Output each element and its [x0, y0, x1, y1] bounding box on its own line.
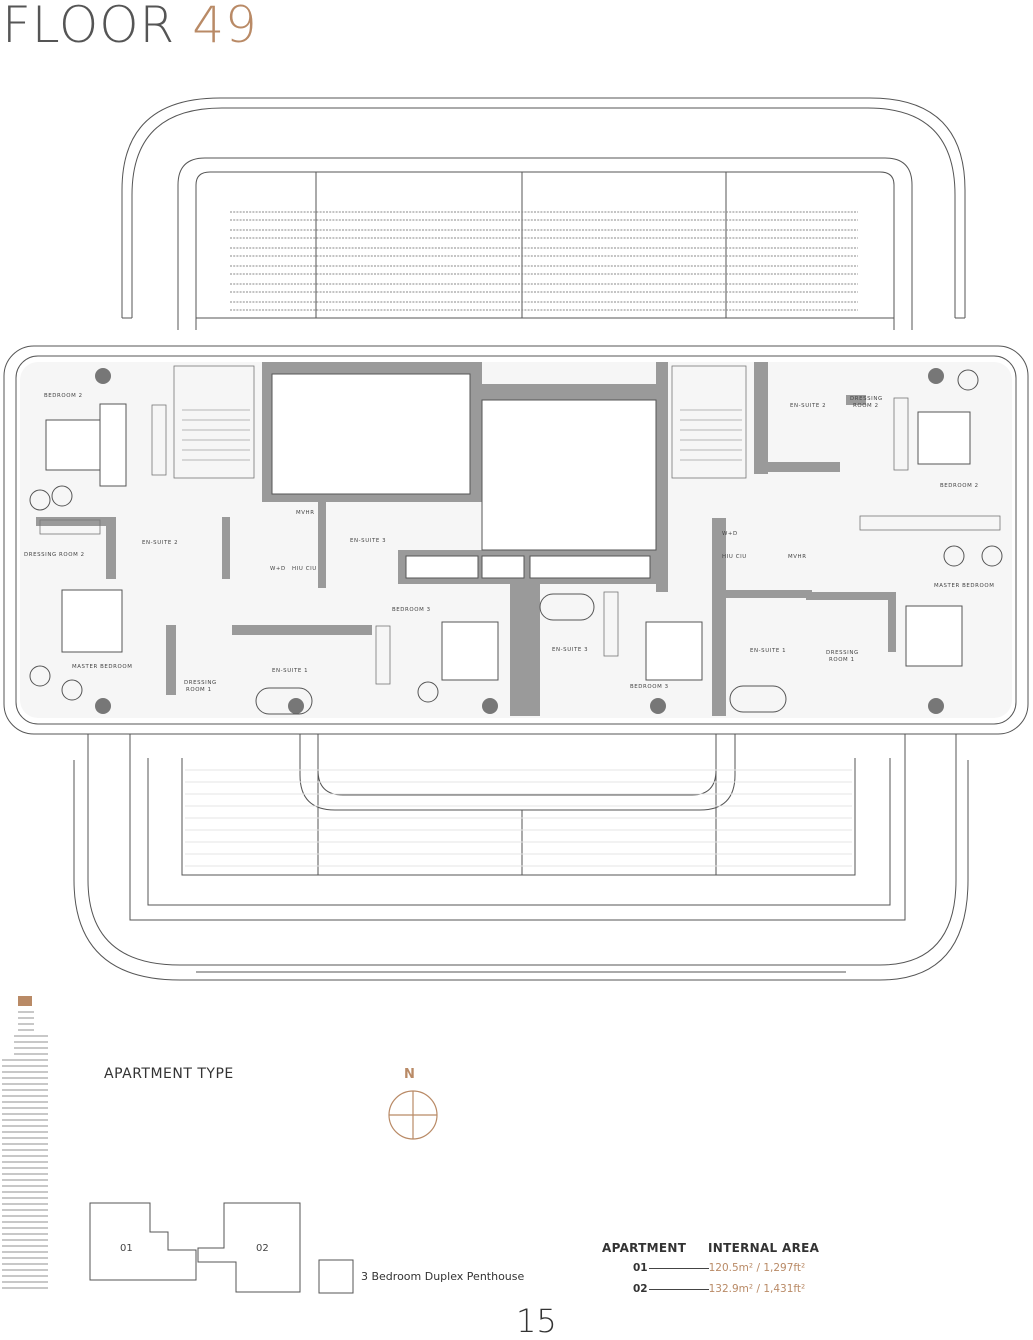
label-ensuite1-left: EN-SUITE 1 — [272, 668, 308, 674]
title-number: 49 — [192, 0, 258, 54]
label-master-left: MASTER BEDROOM — [72, 664, 132, 670]
area-table-row: 02 132.9m² / 1,431ft² — [633, 1283, 805, 1295]
page-number: 15 — [516, 1302, 557, 1340]
page-title: FLOOR 49 — [2, 0, 258, 50]
key-unit-02: 02 — [256, 1243, 269, 1254]
label-dressing1-left-b: ROOM 1 — [186, 687, 212, 693]
apartment-type-heading: APARTMENT TYPE — [104, 1066, 234, 1082]
label-ensuite2-left: EN-SUITE 2 — [142, 540, 178, 546]
label-ensuite2-right: EN-SUITE 2 — [790, 403, 826, 409]
label-ensuite1-right: EN-SUITE 1 — [750, 648, 786, 654]
area-table-row: 01 120.5m² / 1,297ft² — [633, 1262, 805, 1274]
row-internal-area: 120.5m² / 1,297ft² — [708, 1262, 806, 1274]
label-mvhr-left: MVHR — [296, 510, 315, 516]
label-dressing2-left: DRESSING ROOM 2 — [24, 552, 85, 558]
label-dressing2-right: DRESSING — [850, 396, 883, 402]
legend-type-label: 3 Bedroom Duplex Penthouse — [361, 1270, 525, 1283]
label-dressing2-right-b: ROOM 2 — [853, 403, 879, 409]
row-apartment-id: 02 — [633, 1283, 648, 1295]
label-dressing1-right-b: ROOM 1 — [829, 657, 855, 663]
label-hiu-left: HIU CIU — [292, 566, 317, 572]
area-table-col-internal-area: INTERNAL AREA — [708, 1241, 820, 1255]
row-internal-area: 132.9m² / 1,431ft² — [708, 1283, 806, 1295]
label-bedroom2-right: BEDROOM 2 — [940, 483, 979, 489]
label-hiu-right: HIU CIU — [722, 554, 747, 560]
title-word: FLOOR — [2, 0, 176, 54]
compass-icon — [388, 1090, 438, 1140]
building-elevation-key — [2, 996, 48, 1289]
label-ensuite3-left: EN-SUITE 3 — [350, 538, 386, 544]
label-mvhr-right: MVHR — [788, 554, 807, 560]
south-terrace-outline — [87, 734, 957, 966]
label-dressing1-right: DRESSING — [826, 650, 859, 656]
label-ensuite3-right: EN-SUITE 3 — [552, 647, 588, 653]
label-wd-left: W+D — [270, 566, 286, 572]
north-label: N — [404, 1067, 415, 1082]
bed-bedroom2-left — [45, 419, 111, 471]
label-master-right: MASTER BEDROOM — [934, 583, 994, 589]
bed-master-left — [61, 589, 123, 653]
label-dressing1-left: DRESSING — [184, 680, 217, 686]
label-bedroom3-left: BEDROOM 3 — [392, 607, 431, 613]
key-unit-01: 01 — [120, 1243, 133, 1254]
area-table-col-apartment: APARTMENT — [602, 1241, 687, 1255]
label-bedroom3-right: BEDROOM 3 — [630, 684, 669, 690]
main-floor-slab — [3, 345, 1029, 735]
label-wd-right: W+D — [722, 531, 738, 537]
apartment-key-plan — [89, 1202, 354, 1294]
core-wall-block — [262, 362, 482, 374]
north-terrace-outline — [121, 97, 966, 318]
label-bedroom2-left: BEDROOM 2 — [44, 393, 83, 399]
row-apartment-id: 01 — [633, 1262, 648, 1274]
